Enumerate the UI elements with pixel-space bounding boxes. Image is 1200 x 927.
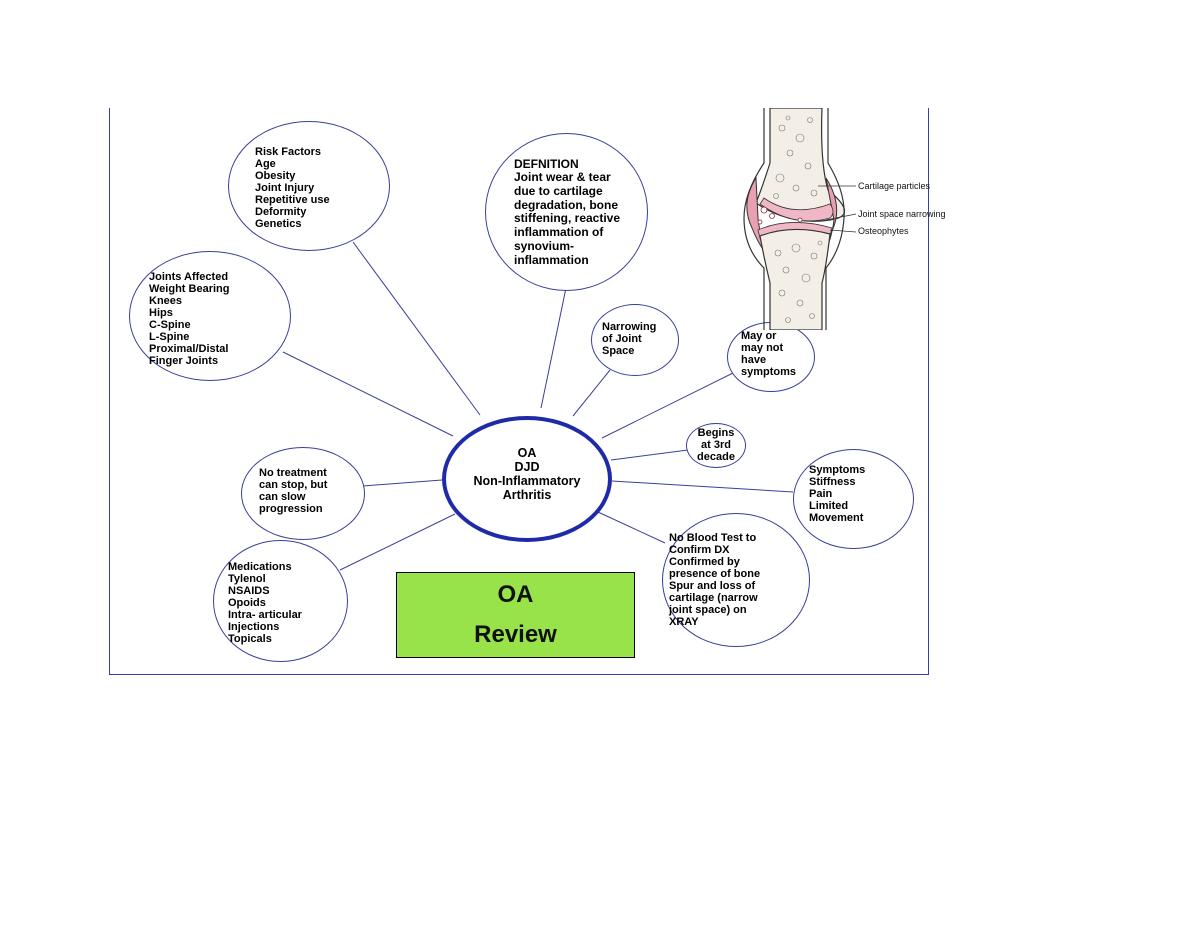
bubble-symptoms	[793, 449, 914, 549]
may-not-text: May or may not have symptoms	[741, 330, 797, 378]
frame-left-border	[109, 108, 110, 675]
label-cartilage-particles: Cartilage particles	[858, 181, 931, 191]
bubble-joints-affected	[129, 251, 291, 381]
connector-joints-affected	[282, 351, 454, 437]
medications-text: Medications Tylenol NSAIDS Opoids Intra-…	[228, 561, 302, 645]
bubble-may-not	[727, 322, 815, 392]
review-line2: Review	[474, 621, 557, 648]
review-box: OA Review	[396, 572, 635, 658]
no-treatment-text: No treatment can stop, but can slow prog…	[259, 467, 328, 515]
capsule-outline-right	[825, 108, 845, 330]
upper-bone	[755, 108, 846, 222]
upper-cartilage	[759, 197, 834, 222]
definition-body: Joint wear & tear due to cartilage degra…	[514, 170, 621, 267]
label-osteophytes: Osteophytes	[858, 226, 909, 236]
begins-text: Begins at 3rd decade	[697, 427, 735, 463]
pointer-osteophytes	[829, 229, 857, 233]
connector-begins	[610, 449, 689, 461]
connector-symptoms	[611, 480, 794, 493]
connector-risk-factors	[352, 241, 481, 416]
bubble-definition	[485, 133, 648, 291]
joint-illustration	[743, 108, 857, 330]
bubble-narrowing	[591, 304, 679, 376]
bubble-begins	[686, 423, 746, 468]
connector-definition	[540, 287, 567, 409]
label-joint-space-narrowing: Joint space narrowing	[858, 209, 946, 219]
no-blood-test-text: No Blood Test to Confirm DX Confirmed by…	[669, 532, 761, 628]
bubble-medications	[213, 540, 348, 662]
bone-texture	[773, 115, 823, 323]
connector-no-blood-test	[597, 511, 666, 544]
frame-bottom-border	[109, 674, 929, 675]
cartilage-particles	[757, 206, 803, 225]
connector-medications	[339, 513, 456, 571]
symptoms-text: Symptoms Stiffness Pain Limited Movement	[809, 464, 866, 524]
connector-narrowing	[572, 369, 611, 417]
lower-bone	[759, 228, 831, 330]
frame-right-border	[928, 108, 929, 675]
center-bubble	[442, 416, 612, 542]
review-line1: OA	[497, 581, 534, 608]
joints-affected-text: Joints Affected Weight Bearing Knees Hip…	[149, 271, 230, 367]
narrowing-text: Narrowing of Joint Space	[602, 321, 657, 357]
center-text: OA DJD Non-Inflammatory Arthritis	[473, 446, 581, 502]
capsule-outline	[743, 108, 765, 330]
definition-title: DEFNITION	[514, 157, 579, 171]
pointer-joint-space	[825, 213, 857, 221]
connector-no-treatment	[362, 479, 443, 487]
bubble-no-treatment	[241, 447, 365, 540]
connector-may-not	[601, 372, 734, 439]
bubble-no-blood-test	[662, 513, 810, 647]
risk-factors-text: Risk Factors Age Obesity Joint Injury Re…	[255, 146, 330, 230]
bubble-risk-factors	[228, 121, 390, 251]
